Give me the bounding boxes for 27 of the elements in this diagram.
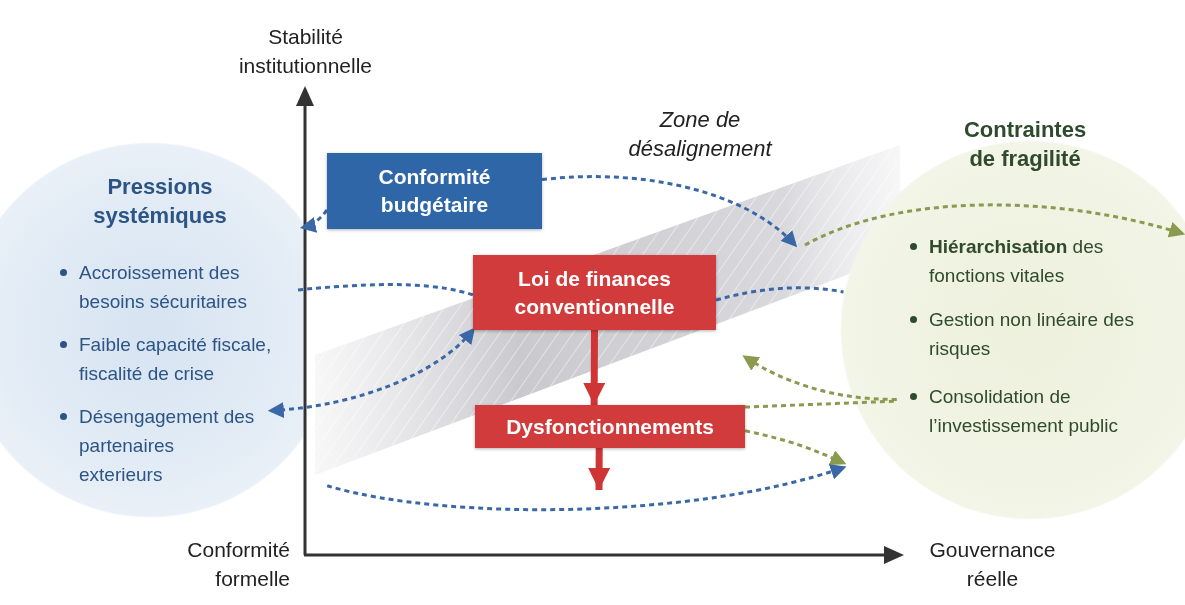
bullet-item: Gestion non linéaire des risques xyxy=(905,305,1165,363)
bullet-item: Consolidation de l’investissement public xyxy=(905,382,1180,440)
dashed-arrow xyxy=(326,463,847,512)
process-box: Dysfonctionnements xyxy=(475,405,745,448)
process-box: Loi de finances conventionnelle xyxy=(473,255,716,330)
dashed-arrow xyxy=(744,429,847,466)
dashed-arrow xyxy=(541,175,798,248)
dashed-double-arrow xyxy=(267,327,476,418)
process-box: Conformité budgétaire xyxy=(327,153,542,229)
axis-label: Gouvernance réelle xyxy=(928,537,1057,592)
bullet-item: Accroissement des besoins sécuritaires xyxy=(55,258,280,316)
dotted-line xyxy=(297,283,474,297)
circle-heading: Contraintes de fragilité xyxy=(962,116,1088,173)
dashed-arrow xyxy=(742,355,897,401)
arrow xyxy=(583,329,606,406)
zone-label: Zone de désalignement xyxy=(627,106,774,163)
bullet-item: Hiérarchisation des fonctions vitales xyxy=(905,232,1175,290)
axis-label: Stabilité institutionnelle xyxy=(237,24,374,79)
axis-label: Conformité formelle xyxy=(186,537,290,592)
dashed-arrow xyxy=(804,203,1185,247)
dashed-arrow xyxy=(299,209,329,233)
dotted-line xyxy=(744,399,897,409)
bullet-item: Désengagement des partenaires exterieurs xyxy=(55,402,255,489)
dotted-line xyxy=(715,286,844,302)
circle-heading: Pressions systémiques xyxy=(92,173,228,230)
bullet-item: Faible capacité fiscale, fiscalité de crise xyxy=(55,330,295,388)
arrow xyxy=(588,448,611,490)
